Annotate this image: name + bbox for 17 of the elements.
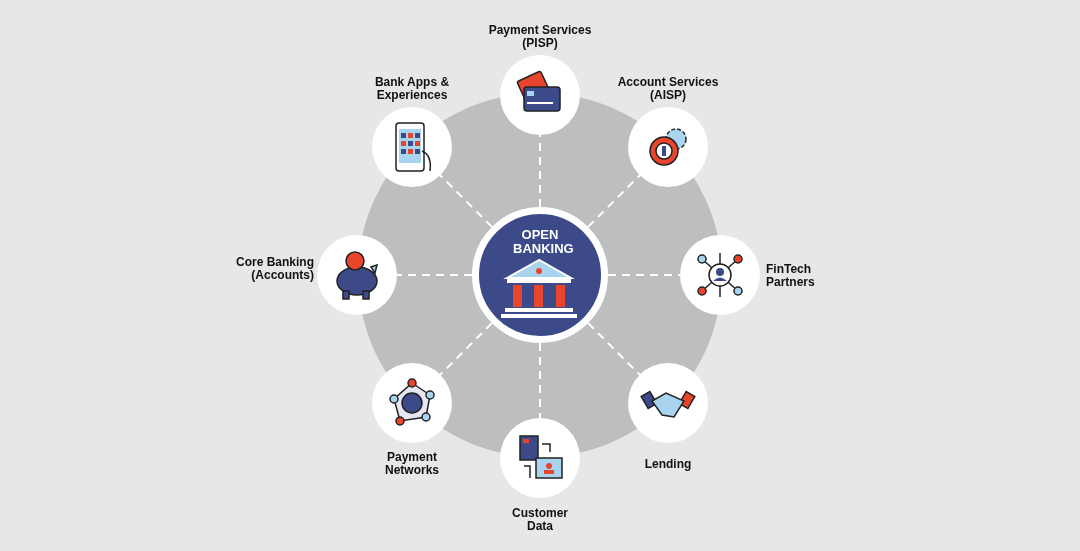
dashed-connector xyxy=(607,274,681,276)
hub-title: OPEN BANKING xyxy=(512,228,575,256)
dashed-connector xyxy=(539,342,541,419)
node-caption: Lending xyxy=(643,458,693,471)
dashed-connector xyxy=(396,274,473,276)
node-caption: Core Banking (Accounts) xyxy=(235,256,314,282)
dashed-connector xyxy=(587,322,641,376)
dashed-connector xyxy=(539,134,541,208)
dashed-connector xyxy=(439,174,493,228)
node-caption: FinTech Partners xyxy=(766,263,816,289)
node-caption: Payment Networks xyxy=(384,451,440,477)
node-caption: Bank Apps & Experiences xyxy=(373,76,451,102)
node-caption: Payment Services (PISP) xyxy=(487,24,593,50)
dashed-connector xyxy=(587,174,641,228)
dashed-connector xyxy=(439,322,493,376)
node-caption: Account Services (AISP) xyxy=(616,76,720,102)
node-caption: Customer Data xyxy=(511,507,569,533)
